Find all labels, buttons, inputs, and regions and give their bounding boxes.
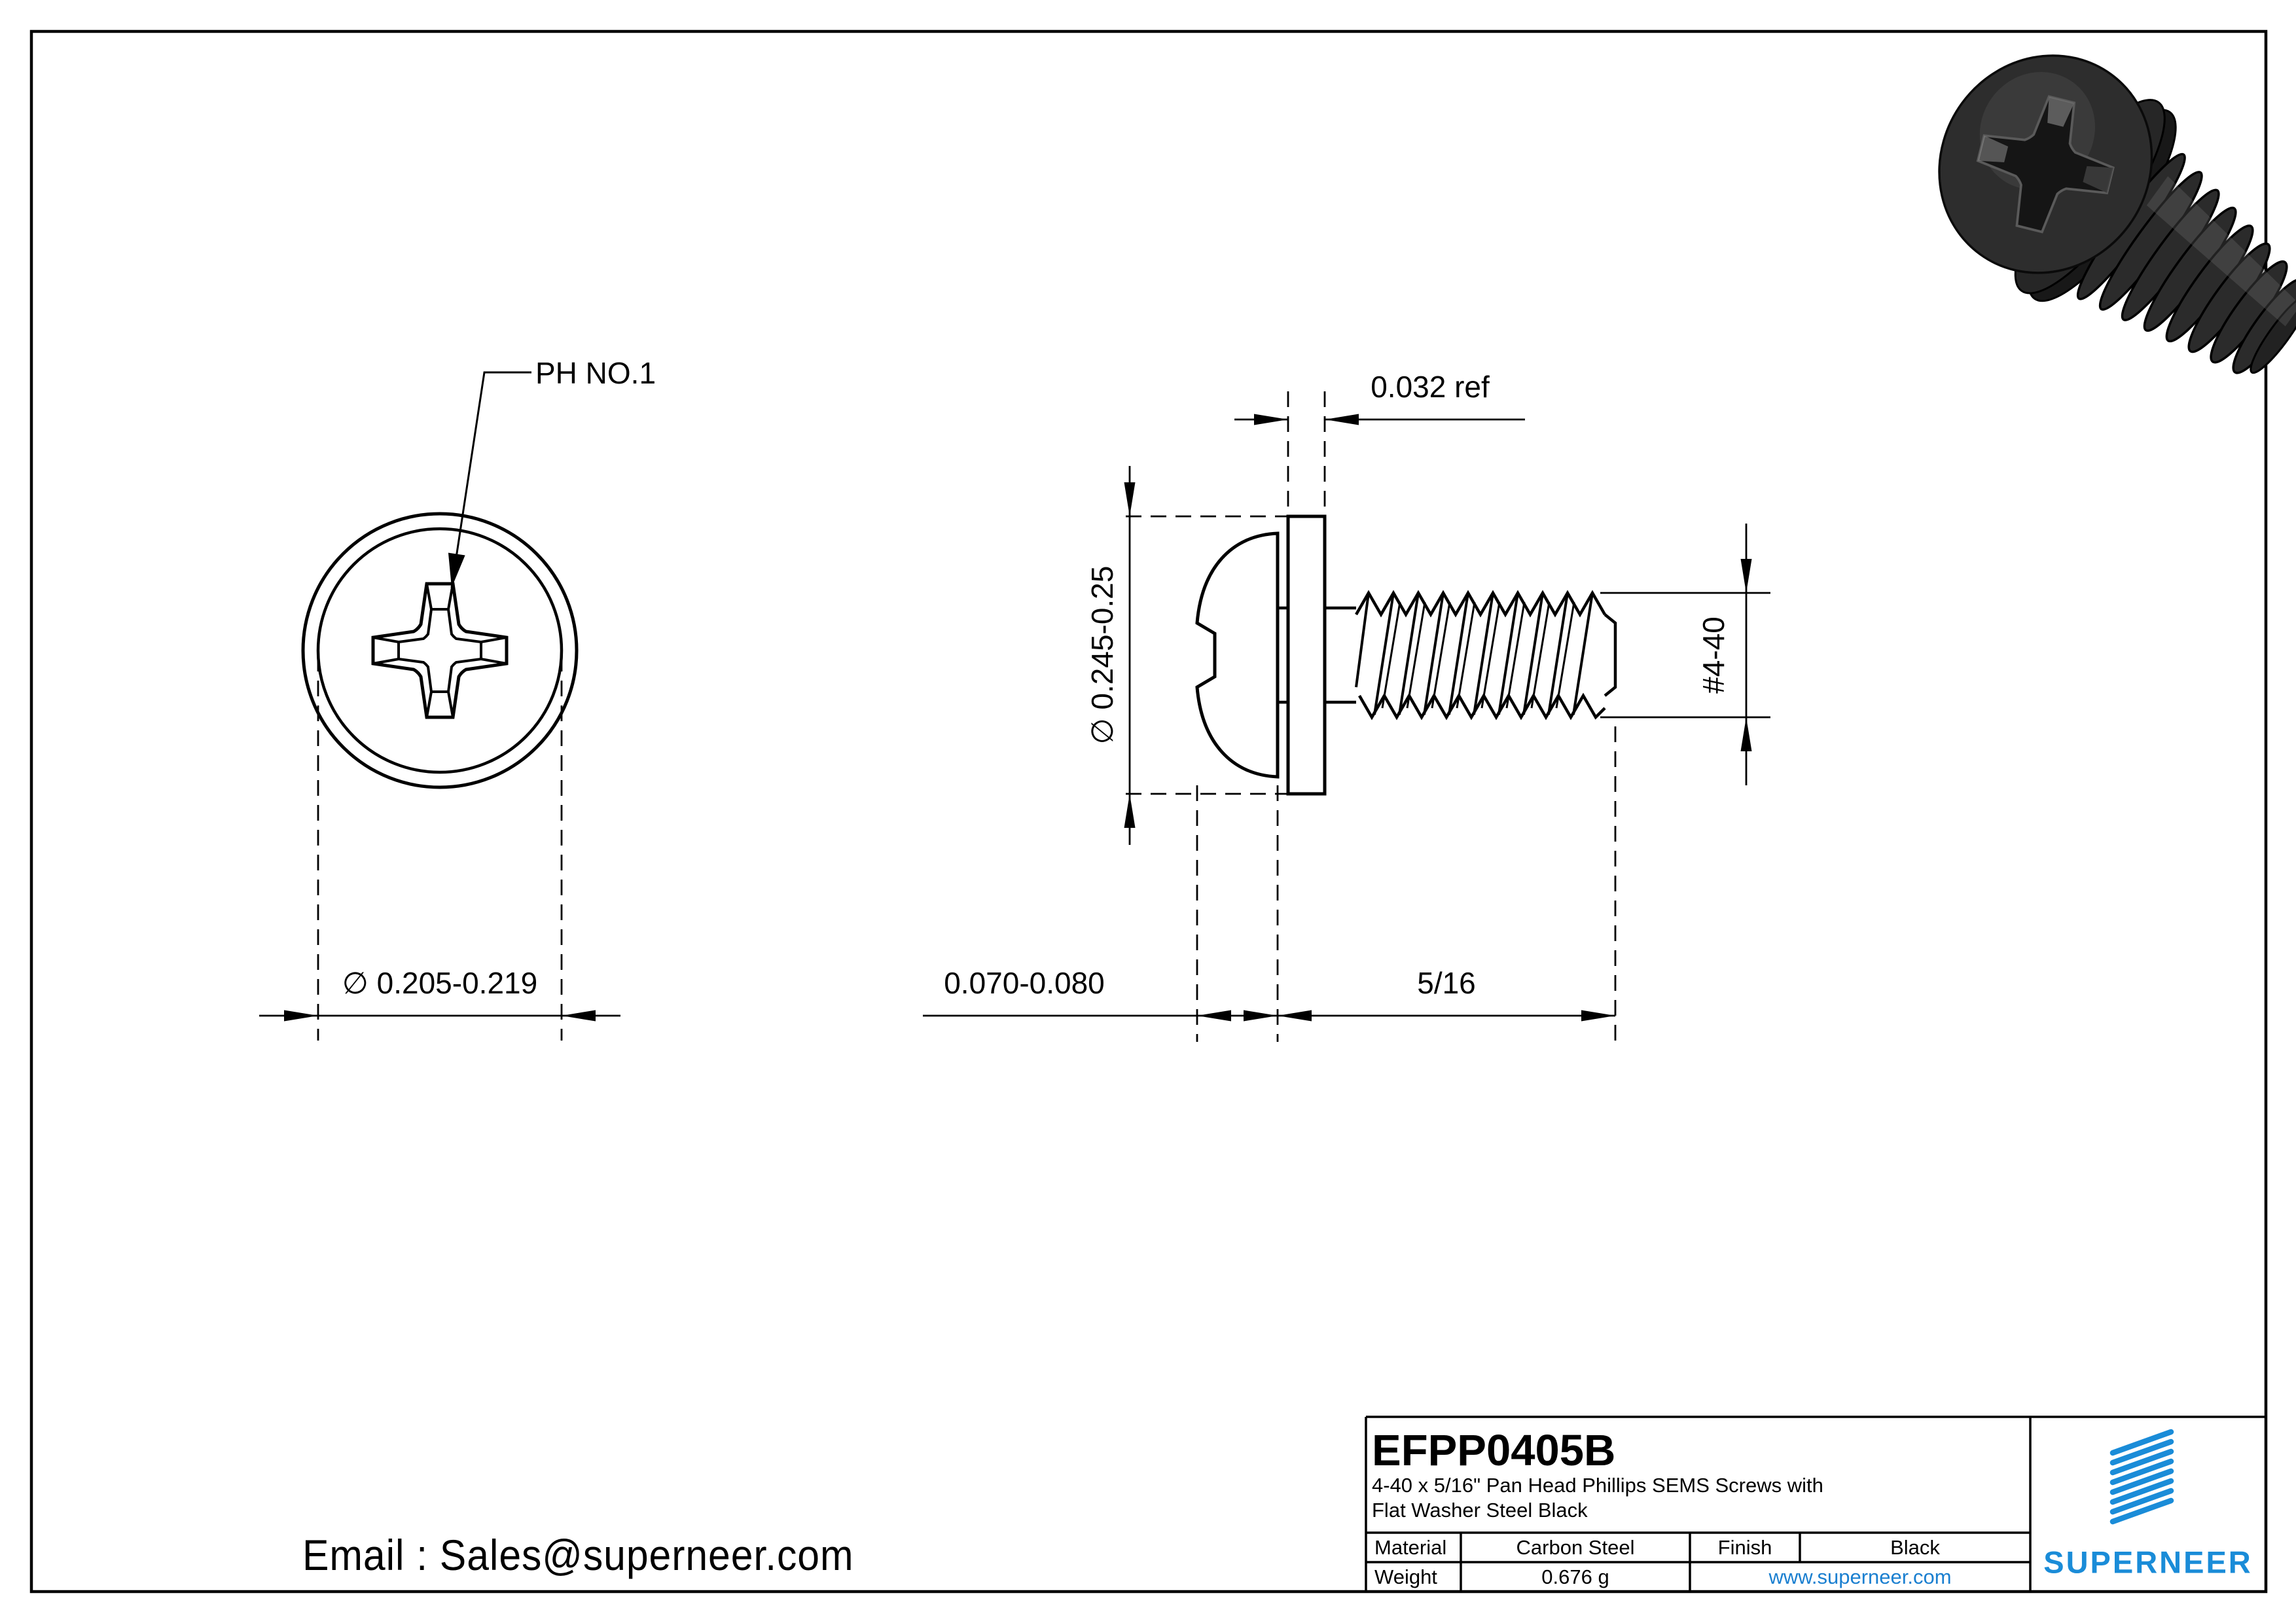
dim-arrow bbox=[1244, 1010, 1278, 1022]
washer-thickness-extension-lines bbox=[1287, 391, 1326, 514]
washer-od-dim-text: ∅ 0.245-0.25 bbox=[1085, 565, 1119, 745]
phillips-3d-facet bbox=[1977, 135, 2009, 162]
dim-arrow bbox=[1581, 1010, 1615, 1022]
phillips-recess-inner bbox=[397, 608, 482, 693]
part-number: EFPP0405B bbox=[1372, 1426, 1616, 1475]
phillips-callout-label: PH NO.1 bbox=[535, 356, 656, 390]
superneer-logo-text: SUPERNEER bbox=[2043, 1544, 2253, 1580]
thread-size-extension-lines bbox=[1600, 592, 1770, 719]
thread-flanks bbox=[1355, 592, 1594, 715]
dim-arrow bbox=[1740, 717, 1752, 751]
sheet-border bbox=[29, 29, 2268, 1594]
dim-arrow bbox=[1254, 414, 1288, 425]
shank-lines bbox=[1278, 606, 1356, 704]
part-description-line1: 4-40 x 5/16" Pan Head Phillips SEMS Scre… bbox=[1372, 1474, 1823, 1497]
dim-arrow bbox=[1124, 482, 1136, 516]
part-description-line2: Flat Washer Steel Black bbox=[1372, 1499, 1588, 1522]
thread-crests-top bbox=[1355, 590, 1606, 618]
head-front-view bbox=[259, 371, 620, 1041]
pan-head-outline-circle bbox=[316, 527, 564, 774]
material-value: Carbon Steel bbox=[1516, 1536, 1635, 1559]
thread-length-dim-text: 5/16 bbox=[1417, 966, 1476, 1000]
contact-email-text: Email : Sales@superneer.com bbox=[302, 1531, 854, 1579]
washer-thickness-dim-text: 0.032 ref bbox=[1371, 370, 1490, 404]
phillips-3d-facet bbox=[2047, 96, 2075, 127]
phillips-recess-3d bbox=[1976, 95, 2115, 234]
head-diameter-dim-text: ∅ 0.205-0.219 bbox=[342, 966, 538, 1000]
head-dia-extension-lines bbox=[317, 656, 563, 1041]
dim-arrow bbox=[1197, 1010, 1231, 1022]
shank-highlight bbox=[2146, 176, 2296, 327]
superneer-logo-stripes bbox=[2109, 1429, 2174, 1525]
dim-arrow bbox=[1278, 1010, 1312, 1022]
dim-arrow bbox=[1740, 559, 1752, 593]
phillips-recess-outer bbox=[371, 582, 509, 719]
flat-washer-profile bbox=[1286, 514, 1327, 796]
head-height-dim-text: 0.070-0.080 bbox=[944, 966, 1105, 1000]
phillips-3d-facet bbox=[2083, 166, 2113, 193]
weight-value: 0.676 g bbox=[1541, 1565, 1609, 1588]
bottom-extension-lines bbox=[1196, 726, 1617, 1042]
ph-callout-leader bbox=[450, 371, 531, 588]
finish-value: Black bbox=[1890, 1536, 1940, 1559]
website-link[interactable]: www.superneer.com bbox=[1768, 1565, 1952, 1588]
thread-tip bbox=[1604, 613, 1617, 697]
title-block-lines bbox=[1365, 1416, 2266, 1592]
screw-3d-image bbox=[1938, 54, 2296, 374]
thread-tip-3d bbox=[2250, 294, 2296, 374]
ph-callout-arrowhead bbox=[448, 552, 465, 588]
washer-outline-circle bbox=[301, 512, 579, 789]
dim-arrow bbox=[284, 1010, 318, 1022]
finish-label: Finish bbox=[1717, 1536, 1772, 1559]
dim-arrow bbox=[1124, 794, 1136, 828]
phillips-3d-outline bbox=[1976, 95, 2115, 234]
weight-label: Weight bbox=[1374, 1565, 1437, 1588]
pan-head-profile bbox=[1195, 531, 1280, 779]
phillips-recess-facets bbox=[372, 583, 507, 718]
side-view bbox=[923, 391, 1770, 1042]
dim-arrow bbox=[1325, 414, 1359, 425]
dim-arrow bbox=[562, 1010, 596, 1022]
thread-flank-shadows bbox=[1381, 601, 1575, 709]
thread-size-dim-text: #4-40 bbox=[1696, 616, 1731, 694]
material-label: Material bbox=[1374, 1536, 1447, 1559]
washer-od-extension-lines bbox=[1126, 515, 1287, 795]
